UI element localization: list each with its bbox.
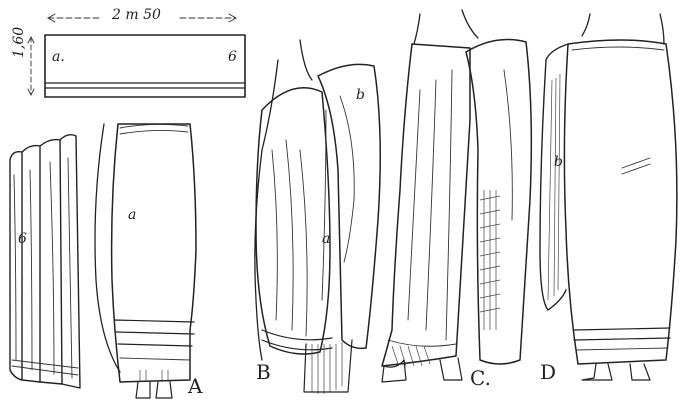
fig-a-fold-label: 6 [18, 232, 27, 246]
height-label: 1,60 [12, 27, 26, 58]
width-label: 2 m 50 [112, 8, 161, 22]
fig-d-fold-label: b [554, 155, 563, 169]
cloth-corner-b-label: 6 [228, 50, 237, 64]
fig-b-body-label: a [322, 232, 330, 246]
figure-letter-b: B [256, 362, 271, 382]
figure-a-folded-cloth [10, 135, 80, 388]
figure-letter-c: C. [470, 368, 491, 388]
fig-b-top-label: b [356, 88, 365, 102]
figure-c-draped [382, 10, 531, 382]
height-dimension-arrow [28, 37, 34, 95]
cloth-corner-a-label: a. [52, 50, 65, 64]
figure-letter-d: D [540, 362, 556, 382]
cloth-rectangle [45, 35, 245, 97]
figure-d-draped [540, 14, 677, 380]
figure-letter-a: A [188, 376, 202, 396]
figure-a-wrapped [95, 124, 196, 398]
fig-a-body-label: a [128, 208, 136, 222]
